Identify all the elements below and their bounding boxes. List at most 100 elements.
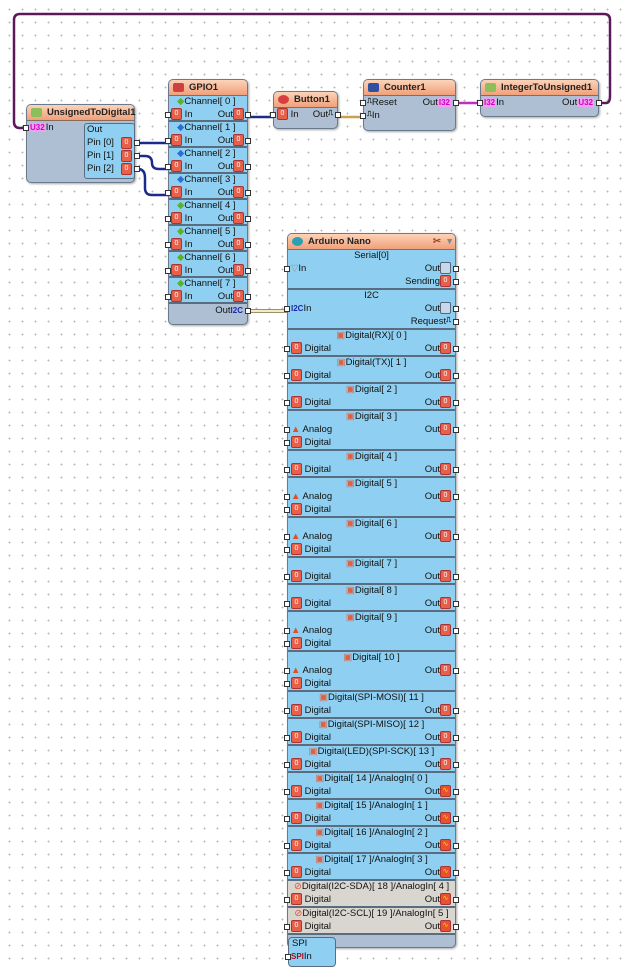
out-connector[interactable] [453, 789, 459, 795]
digital-connector[interactable] [284, 547, 290, 553]
in-connector[interactable] [165, 190, 171, 196]
component-header[interactable]: Button1 [274, 92, 337, 108]
out-connector[interactable] [245, 112, 251, 118]
in-connector[interactable] [165, 138, 171, 144]
dropdown-icon[interactable]: ▾ [447, 236, 452, 247]
out-connector[interactable] [453, 870, 459, 876]
digital-connector[interactable] [284, 641, 290, 647]
component-header[interactable]: UnsignedToDigital1 [27, 105, 136, 121]
out-connector[interactable] [453, 668, 459, 674]
digital-row[interactable]: 0 Digital [284, 436, 455, 449]
analog-connector[interactable] [284, 494, 290, 500]
digital-connector[interactable] [284, 924, 290, 930]
in-connector[interactable] [23, 125, 29, 131]
out-connector[interactable] [453, 574, 459, 580]
in-connector[interactable] [165, 242, 171, 248]
bus-out-pin[interactable]: OutI2C [169, 304, 251, 317]
out-connector[interactable] [453, 346, 459, 352]
analog-connector[interactable] [284, 534, 290, 540]
digital-connector[interactable] [284, 762, 290, 768]
component-header[interactable]: IntegerToUnsigned1 [481, 80, 598, 96]
out-connector[interactable] [596, 100, 602, 106]
request-row[interactable]: Request⎍ [288, 315, 459, 328]
digital-row[interactable]: 0 Digital [284, 503, 455, 516]
out-connector[interactable] [245, 294, 251, 300]
out-connector[interactable] [245, 268, 251, 274]
in-connector[interactable] [284, 266, 290, 272]
analog-connector[interactable] [284, 668, 290, 674]
out-connector[interactable] [453, 708, 459, 714]
digital-row[interactable]: 0 Digital [284, 637, 455, 650]
digital-connector[interactable] [284, 346, 290, 352]
digital-connector[interactable] [284, 440, 290, 446]
component-header[interactable]: GPIO1 [169, 80, 247, 96]
out-connector[interactable] [245, 190, 251, 196]
digital-connector[interactable] [284, 708, 290, 714]
component-header[interactable]: Arduino Nano✂▾ [288, 234, 455, 250]
out-connector[interactable] [245, 138, 251, 144]
in-connector[interactable] [477, 100, 483, 106]
digital-connector[interactable] [284, 681, 290, 687]
out-connector[interactable] [453, 816, 459, 822]
in-connector[interactable] [285, 954, 291, 960]
digital-connector[interactable] [284, 897, 290, 903]
out-connector[interactable] [245, 164, 251, 170]
spi-in-row[interactable]: SPIIn [285, 950, 335, 963]
digital-connector[interactable] [284, 789, 290, 795]
out-connector[interactable] [134, 153, 140, 159]
in-connector[interactable] [284, 306, 290, 312]
out-connector[interactable] [453, 843, 459, 849]
in-pin[interactable]: ⎍In [360, 109, 455, 122]
out-connector[interactable] [245, 216, 251, 222]
out-connector[interactable] [453, 373, 459, 379]
digital-connector[interactable] [284, 400, 290, 406]
digital-connector[interactable] [284, 843, 290, 849]
out-connector[interactable] [453, 494, 459, 500]
out-connector[interactable] [453, 534, 459, 540]
out-connector[interactable] [453, 467, 459, 473]
out-connector[interactable] [453, 427, 459, 433]
out-connector[interactable] [453, 601, 459, 607]
tools-icon[interactable]: ✂ [433, 236, 441, 247]
digital-connector[interactable] [284, 870, 290, 876]
in-connector[interactable] [360, 113, 366, 119]
pin-row[interactable]: Pin [0]0 [85, 136, 140, 149]
pin-row[interactable]: Pin [2]0 [85, 162, 140, 175]
analog-connector[interactable] [284, 427, 290, 433]
digital-connector[interactable] [284, 373, 290, 379]
out-connector[interactable] [134, 166, 140, 172]
in-connector[interactable] [165, 268, 171, 274]
digital-connector[interactable] [284, 601, 290, 607]
digital-row[interactable]: 0 Digital [284, 677, 455, 690]
out-connector[interactable] [453, 628, 459, 634]
in-connector[interactable] [270, 112, 276, 118]
in-connector[interactable] [165, 294, 171, 300]
out-connector[interactable] [453, 762, 459, 768]
request-connector[interactable] [453, 319, 459, 325]
out-connector[interactable] [245, 308, 251, 314]
out-connector[interactable] [245, 242, 251, 248]
out-connector[interactable] [453, 306, 459, 312]
out-connector[interactable] [134, 140, 140, 146]
in-pin[interactable]: U32In [23, 121, 134, 134]
